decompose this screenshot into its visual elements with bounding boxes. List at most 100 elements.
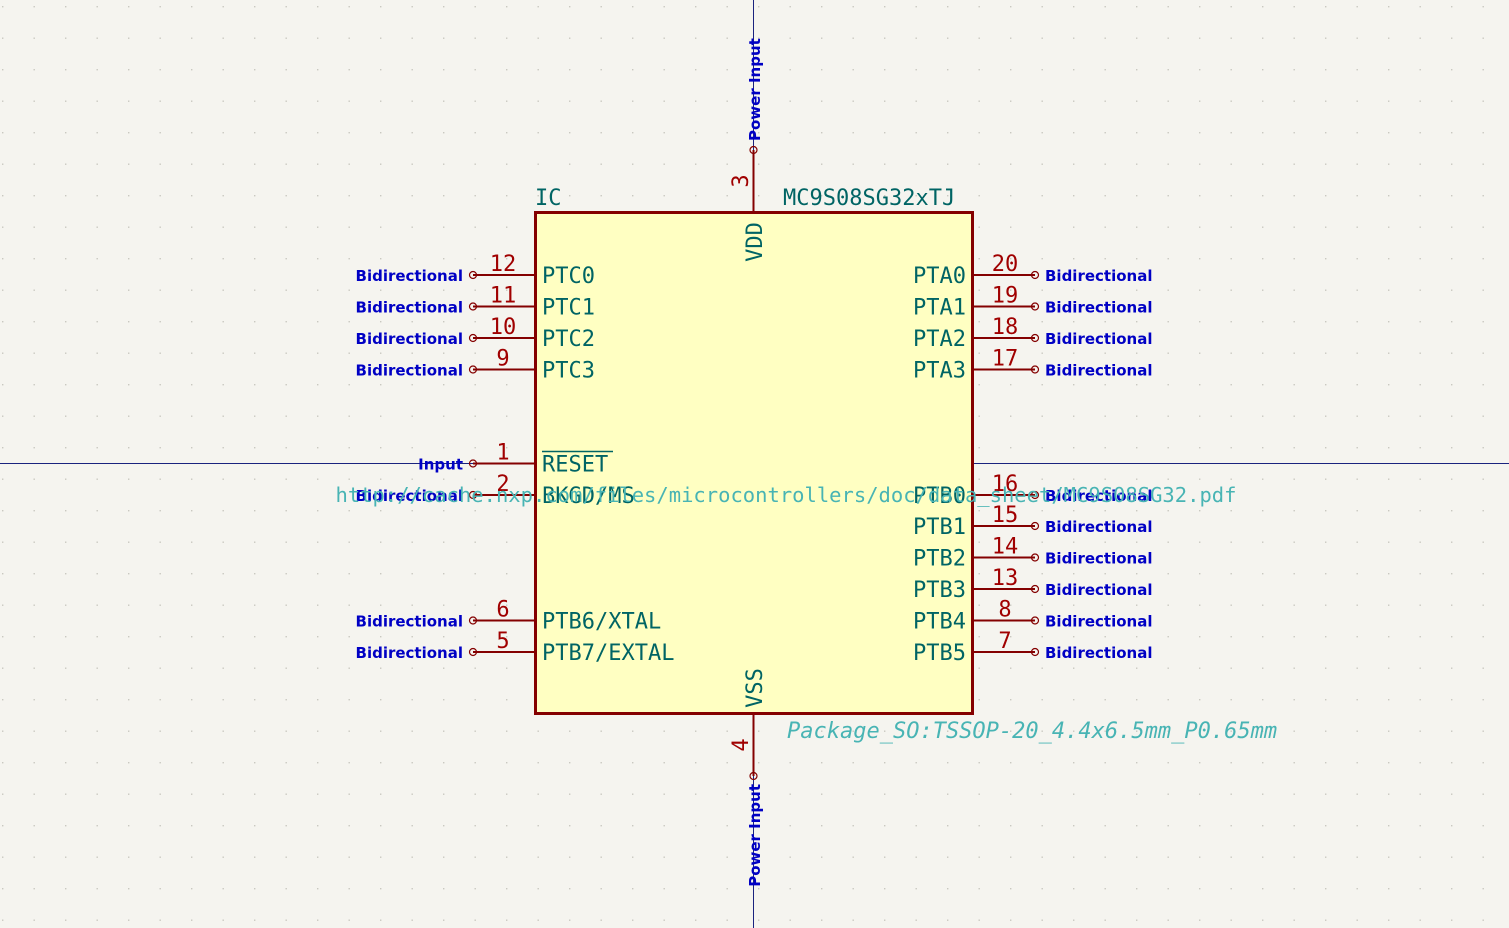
pin-ptc3[interactable]: 9 PTC3 Bidirectional	[356, 347, 595, 384]
pin-number: 2	[496, 472, 509, 497]
pin-name: PTB1	[913, 515, 966, 540]
pin-endpoint-circle	[468, 647, 478, 657]
part-value[interactable]: MC9S08SG32xTJ	[783, 186, 955, 211]
pin-electrical-type: Bidirectional	[1045, 299, 1152, 317]
pin-endpoint-circle	[1030, 365, 1040, 374]
pin-reset[interactable]: 1 RESET Input	[418, 441, 613, 478]
pin-number: 18	[992, 315, 1019, 340]
pin-number: 19	[992, 284, 1019, 309]
pin-endpoint-circle	[1030, 270, 1040, 280]
pin-electrical-type: Bidirectional	[1045, 518, 1152, 536]
pin-electrical-type: Bidirectional	[356, 613, 463, 631]
pin-endpoint-circle	[1030, 521, 1040, 531]
pin-pta0[interactable]: 20 PTA0 Bidirectional	[913, 252, 1152, 289]
pin-number: 3	[729, 174, 754, 187]
pin-electrical-type: Bidirectional	[1045, 267, 1152, 285]
pin-number: 12	[490, 252, 517, 277]
pin-ptc2[interactable]: 10 PTC2 Bidirectional	[356, 315, 595, 352]
pin-electrical-type: Bidirectional	[1045, 613, 1152, 631]
reference-designator[interactable]: IC	[535, 186, 562, 211]
pin-endpoint-circle	[468, 365, 478, 374]
pin-endpoint-circle	[468, 302, 478, 311]
pin-name: PTC2	[542, 327, 595, 352]
pin-name: PTA0	[913, 264, 966, 289]
pin-endpoint-circle	[749, 145, 758, 155]
pin-number: 17	[992, 347, 1019, 372]
pin-name: PTC1	[542, 296, 595, 321]
pin-name: PTB4	[913, 610, 966, 635]
pin-name: PTA2	[913, 327, 966, 352]
pin-endpoint-circle	[1030, 616, 1040, 625]
pin-electrical-type: Bidirectional	[1045, 550, 1152, 568]
pin-number: 6	[496, 598, 509, 623]
pin-endpoint-circle	[749, 771, 758, 781]
pin-endpoint-circle	[468, 333, 478, 343]
pin-name: PTB5	[913, 641, 966, 666]
pin-number: 5	[496, 629, 509, 654]
footprint-field[interactable]: Package_SO:TSSOP-20_4.4x6.5mm_P0.65mm	[787, 719, 1277, 744]
pin-number: 20	[992, 252, 1019, 277]
pin-number: 9	[496, 347, 509, 372]
pin-pta2[interactable]: 18 PTA2 Bidirectional	[913, 315, 1152, 352]
pin-number: 1	[496, 441, 509, 466]
pin-ptb7-extal[interactable]: 5 PTB7/EXTAL Bidirectional	[356, 629, 675, 666]
pin-pta1[interactable]: 19 PTA1 Bidirectional	[913, 284, 1152, 321]
pin-number: 10	[490, 315, 517, 340]
pin-number: 16	[992, 472, 1019, 497]
pin-bkgd-ms[interactable]: 2 BKGD/MS Bidirectional	[356, 472, 635, 509]
pin-ptb4[interactable]: 8 PTB4 Bidirectional	[913, 598, 1152, 635]
pin-endpoint-circle	[1030, 584, 1040, 594]
pin-ptb1[interactable]: 15 PTB1 Bidirectional	[913, 503, 1152, 540]
pin-ptb2[interactable]: 14 PTB2 Bidirectional	[913, 535, 1152, 572]
pin-vdd[interactable]: 3 VDD Power Input	[729, 38, 768, 262]
pin-ptc1[interactable]: 11 PTC1 Bidirectional	[356, 284, 595, 321]
pin-pta3[interactable]: 17 PTA3 Bidirectional	[913, 347, 1152, 384]
pin-endpoint-circle	[1030, 553, 1040, 562]
pin-electrical-type: Bidirectional	[356, 299, 463, 317]
pin-name: BKGD/MS	[542, 484, 635, 509]
pin-electrical-type: Bidirectional	[356, 487, 463, 505]
pin-number: 14	[992, 535, 1019, 560]
pin-number: 8	[998, 598, 1011, 623]
pin-electrical-type: Bidirectional	[1045, 362, 1152, 380]
pin-electrical-type: Bidirectional	[356, 362, 463, 380]
pin-number: 7	[998, 629, 1011, 654]
datasheet-url-field[interactable]: http://cache.nxp.com/files/microcontroll…	[336, 483, 1237, 507]
pin-endpoint-circle	[468, 459, 478, 468]
pin-endpoint-circle	[468, 616, 478, 625]
pin-name: PTA3	[913, 359, 966, 384]
pin-number: 15	[992, 503, 1019, 528]
pin-name: PTC3	[542, 359, 595, 384]
pin-name: RESET	[542, 453, 608, 478]
pin-ptb6-xtal[interactable]: 6 PTB6/XTAL Bidirectional	[356, 598, 662, 635]
pin-electrical-type: Bidirectional	[356, 330, 463, 348]
pin-name: PTB7/EXTAL	[542, 641, 674, 666]
pin-endpoint-circle	[1030, 333, 1040, 343]
pin-name: PTB3	[913, 578, 966, 603]
pin-name: PTB6/XTAL	[542, 610, 661, 635]
pin-number: 13	[992, 566, 1019, 591]
pin-electrical-type: Bidirectional	[356, 267, 463, 285]
pin-endpoint-circle	[1030, 302, 1040, 311]
pin-electrical-type: Bidirectional	[1045, 487, 1152, 505]
pin-name: PTB2	[913, 547, 966, 572]
pin-name: PTB0	[913, 484, 966, 509]
pin-electrical-type: Bidirectional	[1045, 330, 1152, 348]
pin-electrical-type: Power Input	[746, 784, 764, 887]
pin-name: PTA1	[913, 296, 966, 321]
pin-electrical-type: Input	[418, 456, 463, 474]
pin-endpoint-circle	[1030, 490, 1040, 500]
ic-body[interactable]	[534, 211, 974, 715]
pin-number: 11	[490, 284, 517, 309]
pin-name: VDD	[743, 222, 768, 262]
pin-vss[interactable]: 4 VSS Power Input	[729, 668, 768, 887]
pin-electrical-type: Bidirectional	[356, 644, 463, 662]
pin-ptb0[interactable]: 16 PTB0 Bidirectional	[913, 472, 1152, 509]
